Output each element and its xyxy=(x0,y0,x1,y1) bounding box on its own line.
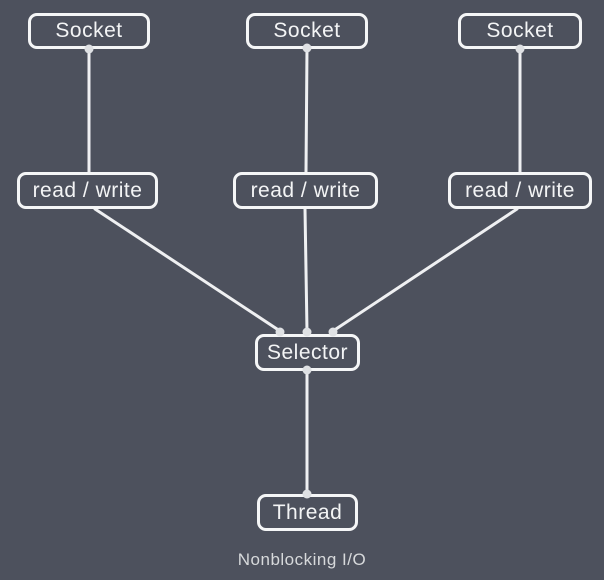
diagram-caption: Nonblocking I/O xyxy=(237,550,367,569)
node-socket-2: Socket xyxy=(246,13,368,49)
edge-rw2-selector xyxy=(303,207,309,333)
node-label: Selector xyxy=(266,340,349,364)
node-label: read / write xyxy=(32,178,143,202)
edge-rw1-selector xyxy=(93,207,282,333)
node-read-write-3: read / write xyxy=(448,172,592,209)
node-read-write-1: read / write xyxy=(17,172,158,209)
node-label: read / write xyxy=(250,178,361,202)
node-thread: Thread xyxy=(257,494,358,531)
node-read-write-2: read / write xyxy=(233,172,378,209)
node-label: Socket xyxy=(55,19,123,42)
node-label: Socket xyxy=(273,19,341,42)
edge-rw3-selector xyxy=(331,207,519,333)
node-socket-3: Socket xyxy=(458,13,582,49)
edge-socket2-rw2 xyxy=(304,46,309,174)
node-label: Thread xyxy=(272,500,343,524)
node-label: read / write xyxy=(465,178,575,202)
node-socket-1: Socket xyxy=(28,13,150,49)
node-label: Socket xyxy=(486,19,554,42)
node-selector: Selector xyxy=(255,334,360,371)
